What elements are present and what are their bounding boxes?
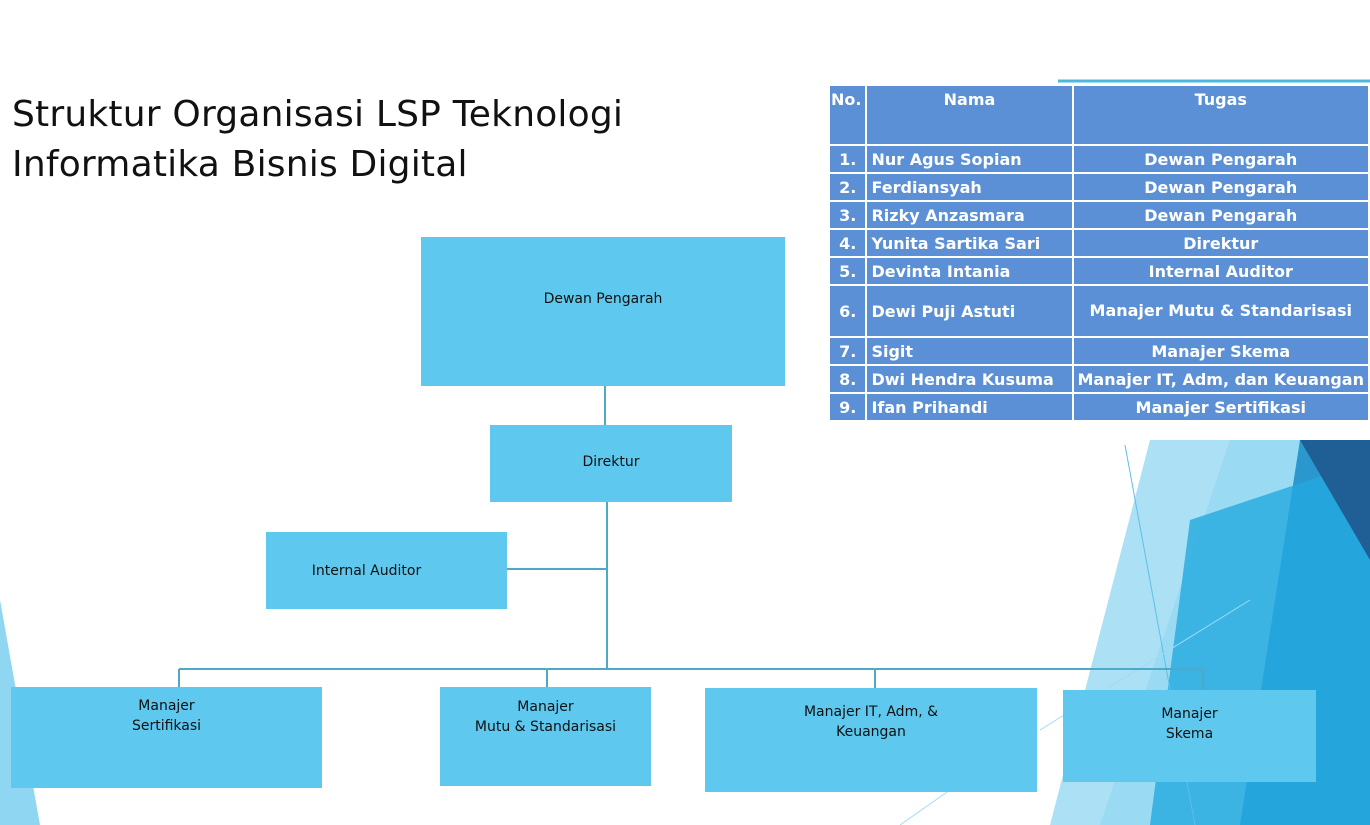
cell-nama: Yunita Sartika Sari bbox=[865, 228, 1074, 258]
table-row: 9. Ifan Prihandi Manajer Sertifikasi bbox=[827, 392, 1370, 422]
box-it-label: Manajer IT, Adm, & Keuangan bbox=[803, 704, 939, 740]
box-sertifikasi-label: Manajer Sertifikasi bbox=[131, 698, 202, 734]
cell-nama: Dewi Puji Astuti bbox=[865, 284, 1074, 338]
box-direktur-label: Direktur bbox=[582, 453, 640, 470]
header-nama: Nama bbox=[865, 84, 1074, 146]
cell-tugas: Manajer Skema bbox=[1071, 336, 1370, 366]
title-line-1: Struktur Organisasi LSP Teknologi bbox=[12, 94, 624, 135]
cell-tugas: Internal Auditor bbox=[1071, 256, 1370, 286]
table-row: 5. Devinta Intania Internal Auditor bbox=[827, 256, 1370, 286]
cell-nama: Rizky Anzasmara bbox=[865, 200, 1074, 230]
cell-tugas: Manajer Sertifikasi bbox=[1071, 392, 1370, 422]
table-row: 2. Ferdiansyah Dewan Pengarah bbox=[827, 172, 1370, 202]
cell-nama: Sigit bbox=[865, 336, 1074, 366]
box-manajer-sertifikasi: Manajer Sertifikasi bbox=[11, 687, 322, 788]
cell-nama: Dwi Hendra Kusuma bbox=[865, 364, 1074, 394]
cell-tugas: Direktur bbox=[1071, 228, 1370, 258]
cell-no: 7. bbox=[827, 336, 868, 366]
cell-nama: Devinta Intania bbox=[865, 256, 1074, 286]
cell-no: 1. bbox=[827, 144, 868, 174]
box-auditor-label: Internal Auditor bbox=[311, 562, 422, 579]
cell-tugas: Manajer IT, Adm, dan Keuangan bbox=[1071, 364, 1370, 394]
cell-no: 6. bbox=[827, 284, 868, 338]
cell-no: 8. bbox=[827, 364, 868, 394]
cell-nama: Nur Agus Sopian bbox=[865, 144, 1074, 174]
cell-tugas: Dewan Pengarah bbox=[1071, 144, 1370, 174]
cell-no: 9. bbox=[827, 392, 868, 422]
table-row: 6. Dewi Puji Astuti Manajer Mutu & Stand… bbox=[827, 284, 1370, 338]
table-row: 4. Yunita Sartika Sari Direktur bbox=[827, 228, 1370, 258]
box-manajer-mutu: Manajer Mutu & Standarisasi bbox=[440, 687, 651, 786]
box-manajer-skema: Manajer Skema bbox=[1063, 690, 1316, 782]
table-row: 3. Rizky Anzasmara Dewan Pengarah bbox=[827, 200, 1370, 230]
cell-tugas: Dewan Pengarah bbox=[1071, 172, 1370, 202]
header-tugas: Tugas bbox=[1071, 84, 1370, 146]
box-dewan-pengarah: Dewan Pengarah bbox=[421, 237, 785, 386]
cell-tugas: Manajer Mutu & Standarisasi bbox=[1071, 284, 1370, 338]
cell-nama: Ifan Prihandi bbox=[865, 392, 1074, 422]
box-direktur: Direktur bbox=[490, 425, 732, 502]
member-table: No. Nama Tugas 1. Nur Agus Sopian Dewan … bbox=[827, 84, 1370, 422]
page-title: Struktur Organisasi LSP Teknologi Inform… bbox=[12, 90, 623, 190]
cell-tugas: Dewan Pengarah bbox=[1071, 200, 1370, 230]
cell-nama: Ferdiansyah bbox=[865, 172, 1074, 202]
header-no: No. bbox=[827, 84, 868, 146]
box-internal-auditor: Internal Auditor bbox=[266, 532, 507, 609]
table-header-row: No. Nama Tugas bbox=[827, 84, 1370, 146]
box-skema-label: Manajer Skema bbox=[1161, 706, 1218, 742]
box-dewan-label: Dewan Pengarah bbox=[543, 290, 663, 307]
table-row: 1. Nur Agus Sopian Dewan Pengarah bbox=[827, 144, 1370, 174]
cell-no: 2. bbox=[827, 172, 868, 202]
title-line-2: Informatika Bisnis Digital bbox=[12, 144, 468, 185]
deco-shape-dark bbox=[1300, 440, 1370, 560]
box-mutu-label: Manajer Mutu & Standarisasi bbox=[474, 699, 617, 735]
deco-line-diag3 bbox=[899, 789, 951, 825]
cell-no: 4. bbox=[827, 228, 868, 258]
table-row: 7. Sigit Manajer Skema bbox=[827, 336, 1370, 366]
cell-no: 3. bbox=[827, 200, 868, 230]
cell-no: 5. bbox=[827, 256, 868, 286]
table-row: 8. Dwi Hendra Kusuma Manajer IT, Adm, da… bbox=[827, 364, 1370, 394]
box-manajer-it: Manajer IT, Adm, & Keuangan bbox=[705, 688, 1037, 792]
